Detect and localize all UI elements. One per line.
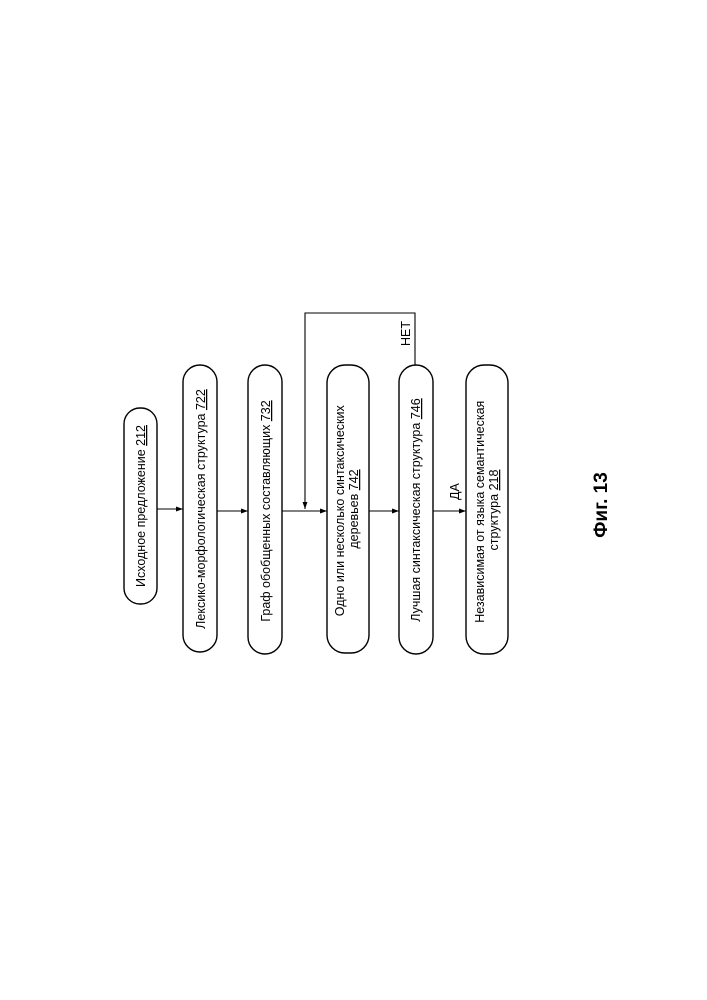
yes-label: ДА	[448, 483, 462, 500]
node-lexmorph-label: Лексико-морфологическая структура 722	[194, 389, 208, 629]
node-source-text: Исходное предложение	[134, 449, 148, 587]
node-trees-line2: деревьев	[347, 493, 361, 548]
node-graph-label: Граф обобщенных составляющих 732	[259, 400, 273, 621]
node-lexmorph-ref: 722	[194, 389, 208, 410]
node-trees-ref: 742	[347, 469, 361, 490]
node-source-label: Исходное предложение 212	[134, 425, 148, 587]
node-lexmorph-text: Лексико-морфологическая структура	[194, 413, 208, 628]
node-source-ref: 212	[134, 425, 148, 446]
node-trees-line1: Одно или несколько синтаксических	[333, 405, 347, 617]
figure-caption: Фиг. 13	[591, 472, 612, 538]
no-label: НЕТ	[399, 321, 413, 346]
node-graph-text: Граф обобщенных составляющих	[259, 424, 273, 622]
node-graph-ref: 732	[259, 400, 273, 421]
node-semantic-line1: Независимая от языка семантическая	[473, 401, 487, 623]
node-best-text: Лучшая синтаксическая структура	[409, 423, 423, 622]
node-semantic-ref: 218	[487, 470, 501, 491]
node-best-label: Лучшая синтаксическая структура 746	[409, 398, 423, 621]
node-best-ref: 746	[409, 398, 423, 419]
node-semantic-line2: структура	[487, 494, 501, 551]
